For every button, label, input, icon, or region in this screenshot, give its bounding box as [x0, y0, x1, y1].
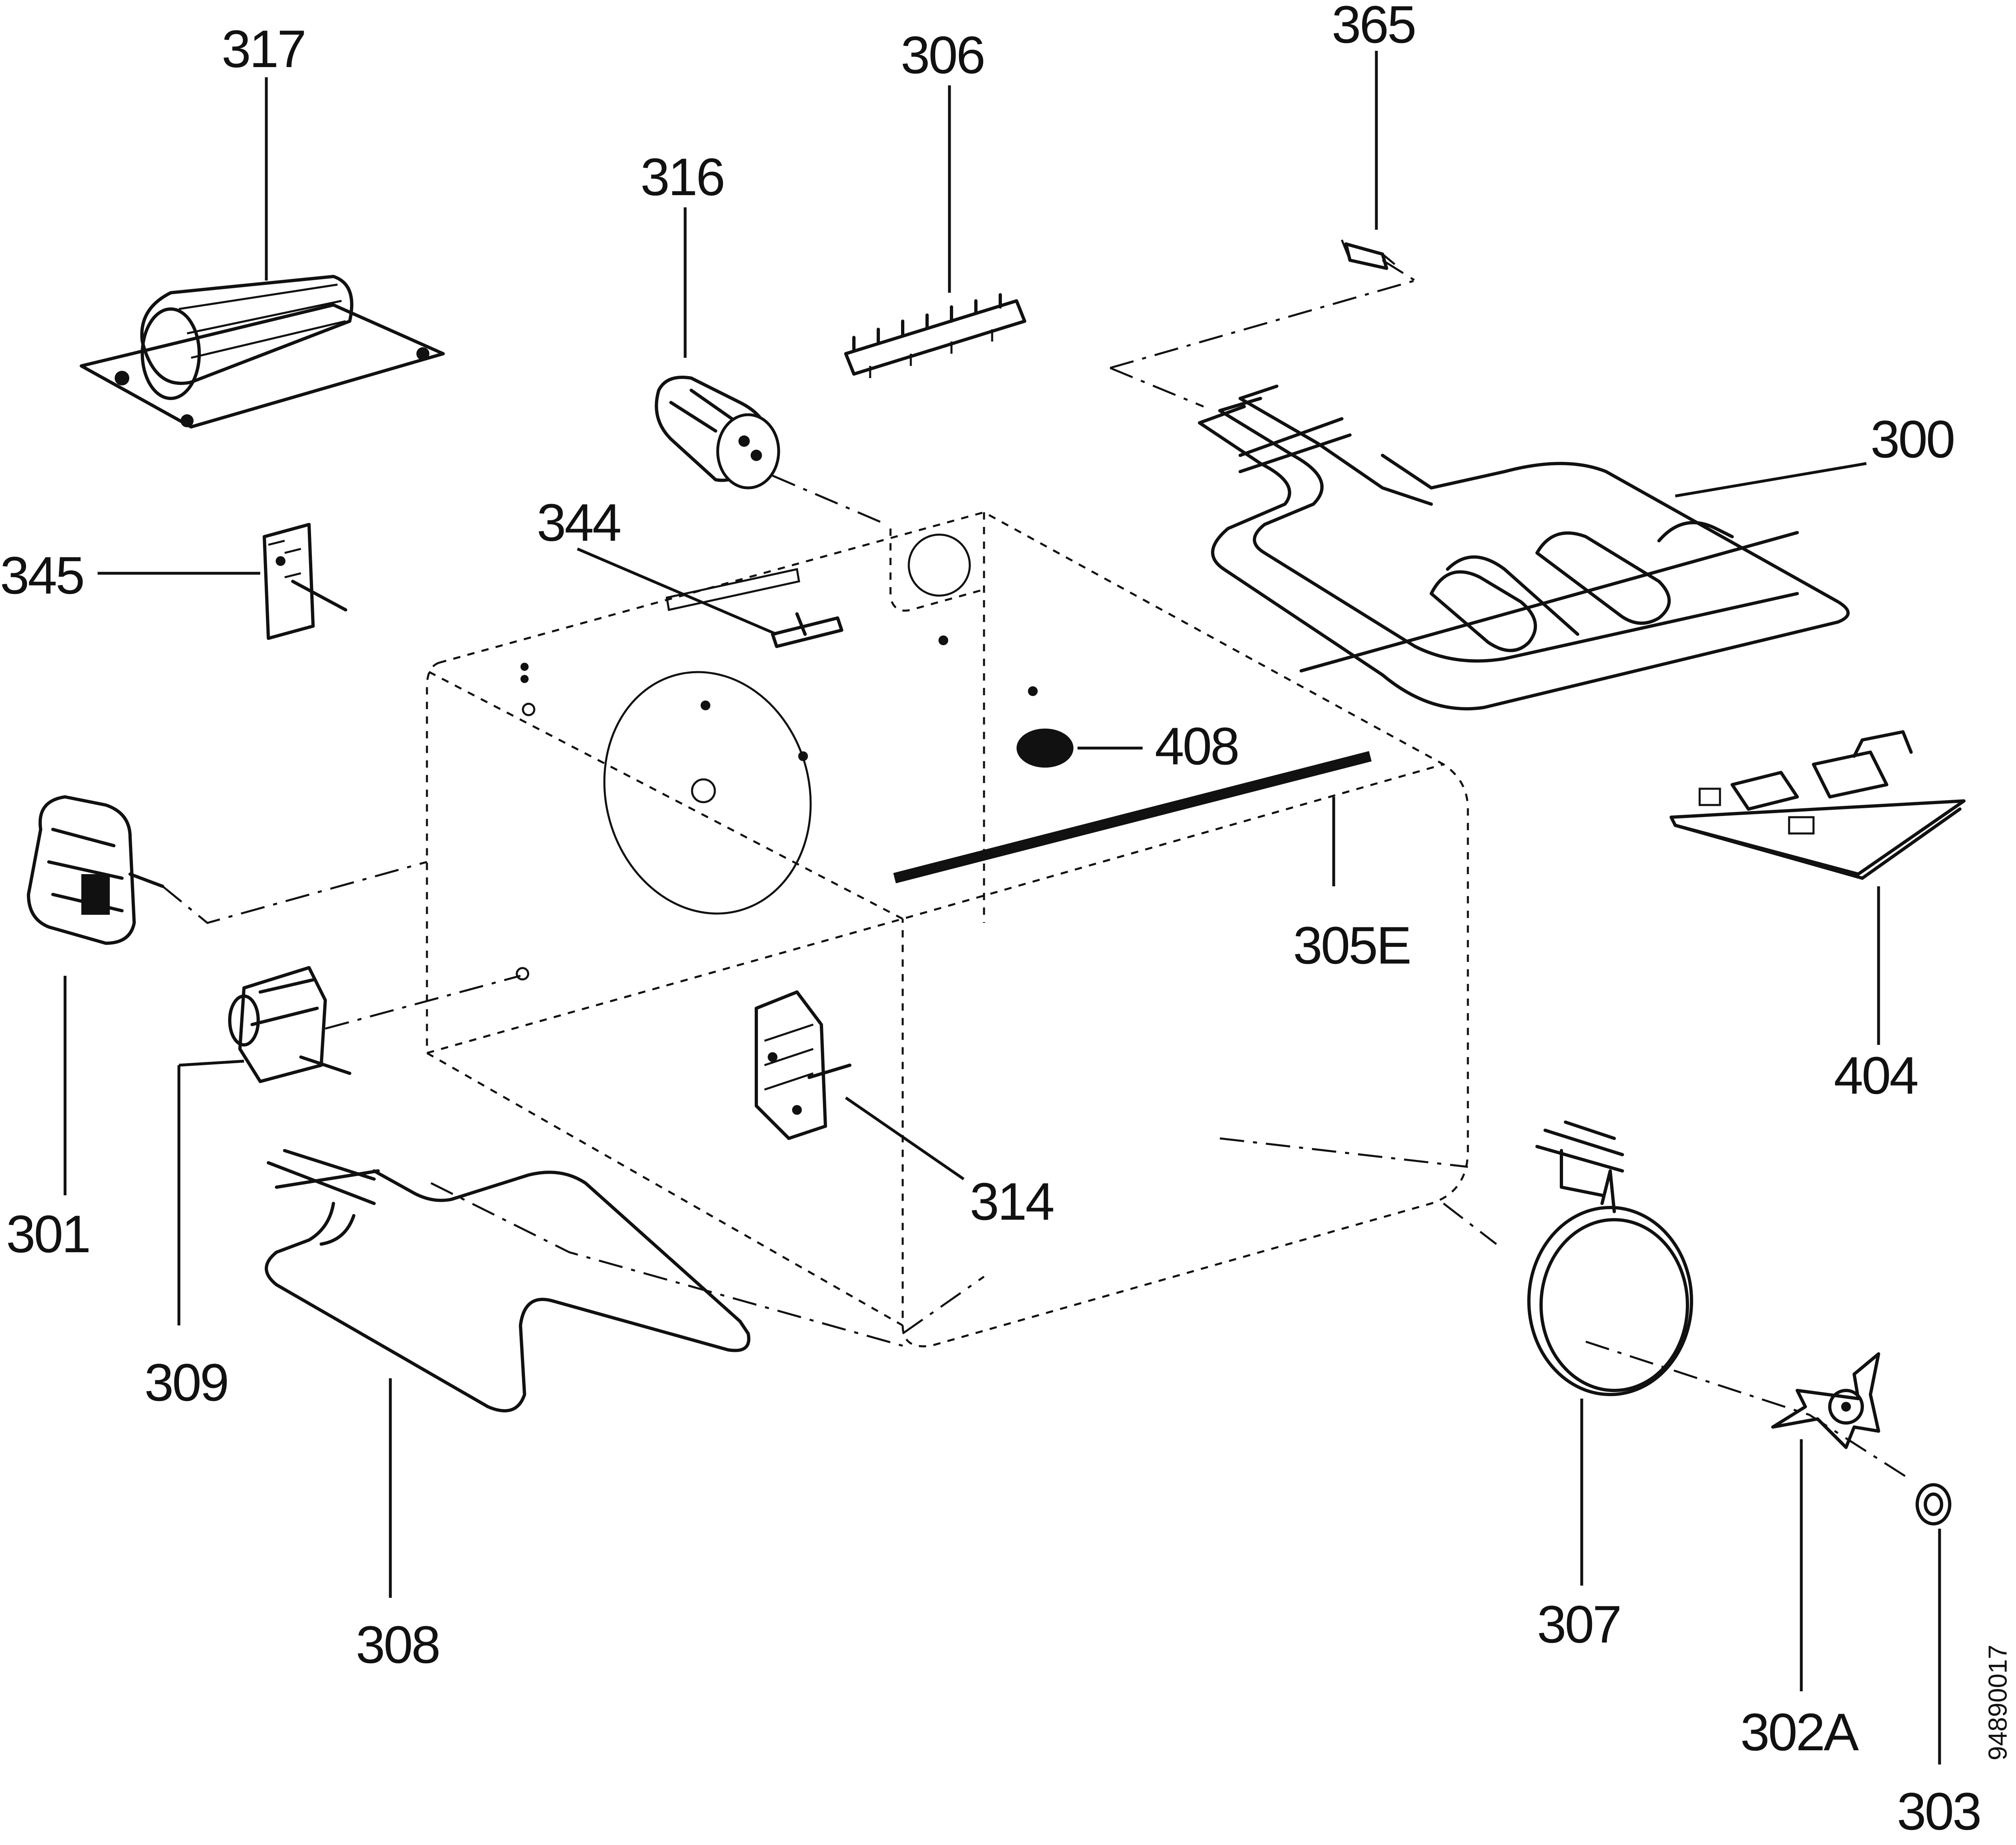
label-314: 314 [970, 1172, 1054, 1231]
label-302a: 302A [1740, 1702, 1859, 1762]
lamp-hole [908, 533, 971, 597]
part-307-circular-element [1527, 1120, 1693, 1396]
part-344-clip [771, 612, 843, 648]
fan-opening [603, 671, 812, 915]
document-id: 94890017 [1983, 1645, 2012, 1760]
part-309-thermostat [228, 966, 351, 1083]
assembly-lines [162, 259, 1912, 1481]
label-301: 301 [6, 1204, 89, 1264]
label-345: 345 [0, 546, 83, 605]
part-317-cooling-fan [80, 275, 445, 429]
part-305e-seal-strip [893, 751, 1372, 883]
label-306: 306 [901, 25, 984, 85]
part-365-sensor [1341, 239, 1396, 270]
label-408: 408 [1155, 716, 1238, 776]
label-317: 317 [222, 19, 305, 78]
label-344: 344 [537, 493, 620, 552]
part-301-fan-motor [27, 795, 164, 945]
label-307: 307 [1537, 1595, 1620, 1654]
label-316: 316 [640, 147, 724, 207]
part-314-selector-switch [755, 990, 851, 1140]
leader-lines [63, 51, 1941, 1764]
part-404-circuit-board [1670, 730, 1966, 880]
label-309: 309 [144, 1353, 228, 1412]
label-404: 404 [1834, 1046, 1918, 1105]
part-316-lamp-holder [655, 376, 780, 490]
label-305e: 305E [1293, 916, 1410, 975]
label-300: 300 [1870, 409, 1954, 469]
label-365: 365 [1332, 0, 1415, 54]
part-308-bottom-element [265, 1149, 751, 1412]
part-303-nut [1916, 1483, 1951, 1525]
part-300-grill-element [1198, 385, 1850, 711]
part-408-grommet [1017, 729, 1073, 768]
part-345-bracket [263, 523, 347, 640]
label-303: 303 [1897, 1782, 1980, 1841]
label-308: 308 [356, 1615, 439, 1674]
oven-cavity-outline [426, 511, 1469, 1347]
part-306-terminal-block [844, 293, 1026, 378]
part-302a-fan-blade [1771, 1352, 1880, 1449]
